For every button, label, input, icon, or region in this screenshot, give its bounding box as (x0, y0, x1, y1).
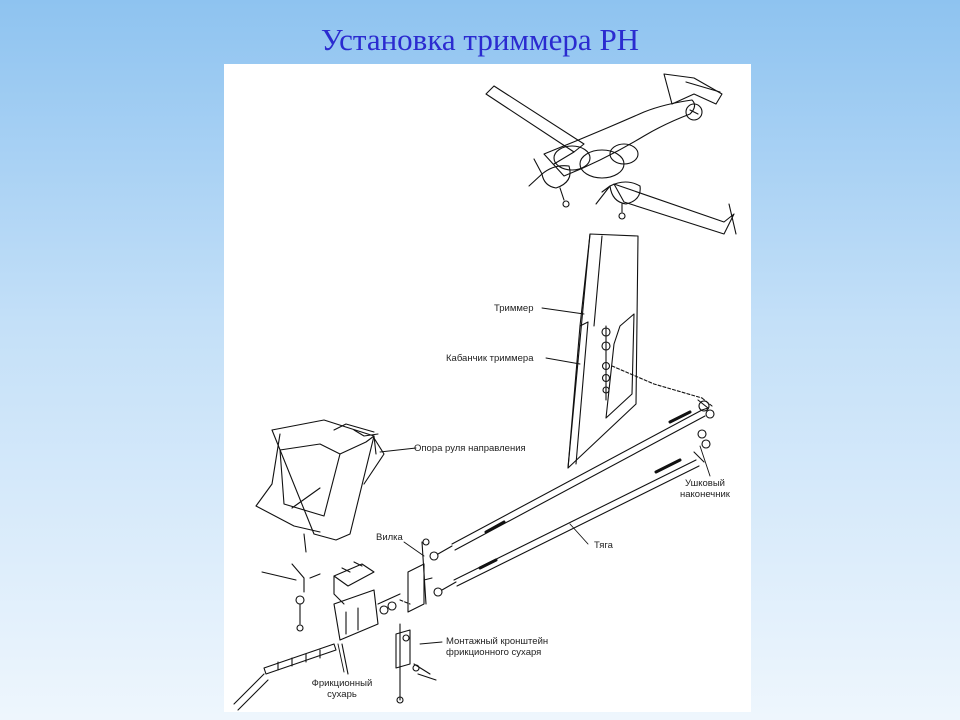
label-friction-block: Фрикционный сухарь (300, 678, 384, 700)
label-fork: Вилка (376, 532, 403, 543)
label-friction-bracket-line2: фрикционного сухаря (446, 647, 542, 658)
push-rods (429, 399, 715, 597)
diagram-drawing (233, 73, 737, 711)
label-rod-end-line2: наконечник (680, 489, 730, 500)
label-trim-tab: Триммер (494, 303, 534, 314)
label-rudder-support: Опора руля направления (414, 443, 526, 454)
aircraft-sketch (485, 73, 737, 235)
label-friction-block-line2: сухарь (327, 689, 357, 700)
trim-installation-diagram: Триммер Кабанчик триммера Опора руля нап… (224, 64, 751, 712)
rudder-drawing (567, 233, 713, 469)
label-friction-block-line1: Фрикционный (311, 678, 373, 689)
label-rod-end: Ушковый наконечник (674, 478, 736, 500)
label-rod-end-line1: Ушковый (685, 478, 725, 489)
rudder-support-drawing (255, 419, 385, 553)
friction-assembly (233, 538, 437, 711)
label-trim-horn: Кабанчик триммера (446, 353, 534, 364)
label-friction-bracket: Монтажный кронштейн фрикционного сухаря (446, 636, 548, 658)
slide-title: Установка триммера РН (320, 22, 640, 57)
label-friction-bracket-line1: Монтажный кронштейн (446, 636, 549, 647)
label-push-rod: Тяга (594, 540, 613, 551)
leader-lines (337, 307, 711, 673)
